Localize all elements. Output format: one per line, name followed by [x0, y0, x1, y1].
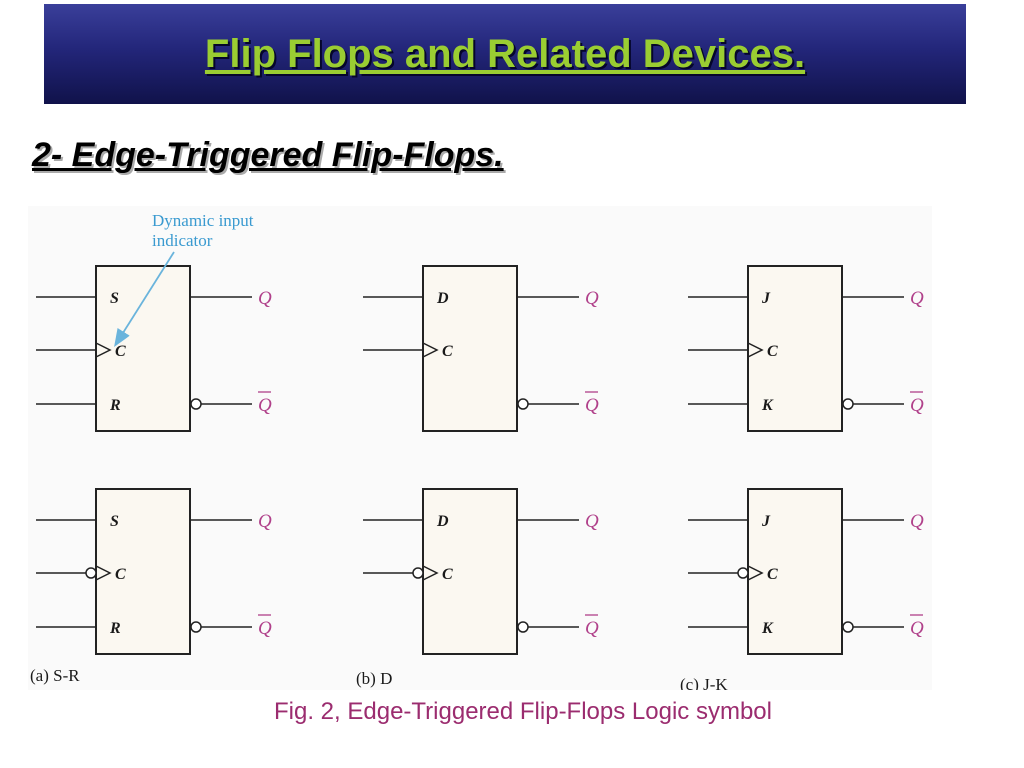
- ff-a-top-in2-label: R: [109, 397, 121, 414]
- ff-b-bottom-clk-triangle: [422, 565, 439, 581]
- ff-a-top-q-label: Q: [258, 288, 272, 309]
- ff-a-bottom-clk-bubble: [85, 567, 97, 579]
- ff-b-top-q-label: Q: [585, 288, 599, 309]
- ff-c-bottom-clk-label: C: [767, 566, 778, 583]
- ff-a-bottom-in1-label: S: [110, 513, 119, 530]
- ff-b-bottom-q-label: Q: [585, 511, 599, 532]
- ff-c-bottom-clk-bubble: [737, 567, 749, 579]
- ff-b-top-qbar-label: Q: [585, 395, 599, 416]
- ff-c-top-clk-triangle: [747, 342, 764, 358]
- annotation-line-2: indicator: [152, 231, 213, 250]
- ff-b-bottom-qbar-bubble: [517, 621, 529, 633]
- section-heading: 2- Edge-Triggered Flip-Flops.: [32, 136, 504, 174]
- ff-a-bottom-clk-label: C: [115, 566, 126, 583]
- title-bar: Flip Flops and Related Devices.: [44, 4, 966, 104]
- ff-a-top-in1-label: S: [110, 290, 119, 307]
- annotation-arrow: [114, 251, 175, 348]
- ff-a-top-clk-label: C: [115, 343, 126, 360]
- figure-caption: Fig. 2, Edge-Triggered Flip-Flops Logic …: [274, 698, 772, 725]
- ff-c-top-in1-label: J: [761, 290, 771, 307]
- ff-a-top-qbar-label: Q: [258, 395, 272, 416]
- ff-b-top-box: [422, 265, 518, 432]
- ff-c-top-box: [747, 265, 843, 432]
- ff-a-bottom-qbar-label: Q: [258, 618, 272, 639]
- panel-label-b: (b) D: [356, 669, 392, 688]
- panel-label-a: (a) S-R: [30, 666, 80, 685]
- ff-b-top-clk-label: C: [442, 343, 453, 360]
- ff-b-bottom-clk-bubble: [412, 567, 424, 579]
- ff-b-bottom-qbar-label: Q: [585, 618, 599, 639]
- ff-c-bottom-in1-label: J: [761, 513, 771, 530]
- flip-flop-figure: S C R Q Q S C R Q Q D C Q Q D C Q Q J C K Q Q J C K Q Q Dynamic inp…: [28, 206, 932, 694]
- ff-c-top-in2-label: K: [761, 397, 774, 414]
- ff-c-bottom-qbar-bubble: [842, 621, 854, 633]
- ff-c-top-qbar-bubble: [842, 398, 854, 410]
- ff-c-bottom-qbar-label: Q: [910, 618, 924, 639]
- flip-flop-diagram: S C R Q Q S C R Q Q D C Q Q D C Q Q J C K Q Q J C K Q Q Dynamic inp…: [28, 206, 932, 694]
- ff-a-bottom-q-label: Q: [258, 511, 272, 532]
- ff-c-bottom-clk-triangle: [747, 565, 764, 581]
- ff-a-bottom-qbar-bubble: [190, 621, 202, 633]
- ff-b-bottom-box: [422, 488, 518, 655]
- ff-c-top-qbar-label: Q: [910, 395, 924, 416]
- flip-flop-symbols: S C R Q Q S C R Q Q D C Q Q D C Q Q J C K Q Q J C K Q Q: [36, 265, 924, 655]
- panel-label-c: (c) J-K: [680, 675, 728, 690]
- ff-a-bottom-clk-triangle: [95, 565, 112, 581]
- ff-b-top-clk-triangle: [422, 342, 439, 358]
- ff-b-bottom-in1-label: D: [436, 513, 449, 530]
- annotation-line-1: Dynamic input: [152, 211, 254, 230]
- ff-b-bottom-clk-label: C: [442, 566, 453, 583]
- ff-b-top-qbar-bubble: [517, 398, 529, 410]
- ff-a-bottom-in2-label: R: [109, 620, 121, 637]
- ff-a-top-box: [95, 265, 191, 432]
- ff-c-bottom-q-label: Q: [910, 511, 924, 532]
- slide-title: Flip Flops and Related Devices.: [204, 31, 806, 76]
- ff-c-bottom-in2-label: K: [761, 620, 774, 637]
- ff-c-top-q-label: Q: [910, 288, 924, 309]
- ff-c-top-clk-label: C: [767, 343, 778, 360]
- ff-b-top-in1-label: D: [436, 290, 449, 307]
- ff-a-top-clk-triangle: [95, 342, 112, 358]
- ff-a-top-qbar-bubble: [190, 398, 202, 410]
